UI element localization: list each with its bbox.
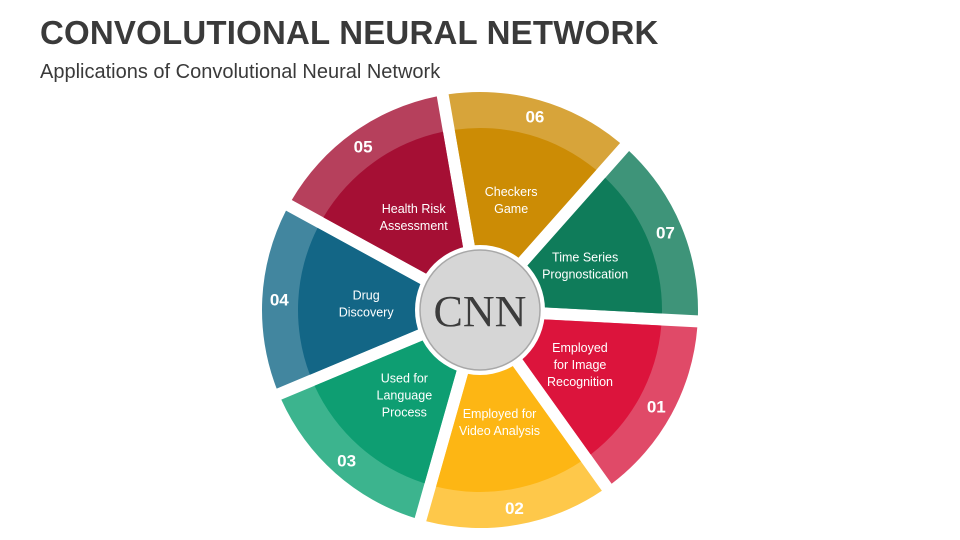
segment-label-line: Game <box>494 202 528 216</box>
segment-label-line: Discovery <box>339 306 395 320</box>
page-title: CONVOLUTIONAL NEURAL NETWORK <box>40 14 659 51</box>
segment-label-line: Health Risk <box>382 202 447 216</box>
segment-inner-wedge <box>314 334 461 484</box>
segment-label-line: Process <box>382 405 427 419</box>
segment-label-line: Recognition <box>547 375 613 389</box>
page-subtitle: Applications of Convolutional Neural Net… <box>40 61 441 83</box>
segment-label-line: Used for <box>381 371 428 385</box>
segment-number: 06 <box>525 108 544 127</box>
segment-inner-wedge <box>436 353 581 492</box>
segment-label-line: Checkers <box>485 185 538 199</box>
segment-inner-wedge <box>517 177 662 314</box>
segment-number: 04 <box>270 290 289 309</box>
center-hub-circle <box>419 249 541 371</box>
segment-number: 03 <box>337 451 356 470</box>
segment-number: 02 <box>505 499 524 518</box>
segment-number: 07 <box>656 223 675 242</box>
segment-label-line: Prognostication <box>542 267 628 281</box>
segment-label-line: Time Series <box>552 250 618 264</box>
segment-number: 01 <box>647 398 666 417</box>
segment-label-line: Employed for <box>463 407 537 421</box>
segment-number: 05 <box>354 138 373 157</box>
segment-label-line: Assessment <box>380 219 449 233</box>
segment-label-line: Employed <box>552 341 608 355</box>
center-hub: CNN <box>415 245 545 375</box>
segment-label-line: Video Analysis <box>459 424 540 438</box>
segment-inner-wedge <box>323 131 466 281</box>
segment-label-line: for Image <box>554 358 607 372</box>
segment-inner-wedge <box>513 318 662 455</box>
segment-inner-wedge <box>454 128 597 269</box>
segment-inner-wedge <box>297 227 434 375</box>
segment-label-line: Drug <box>353 289 380 303</box>
center-label: CNN <box>434 287 527 336</box>
segment-label-line: Language <box>377 388 433 402</box>
